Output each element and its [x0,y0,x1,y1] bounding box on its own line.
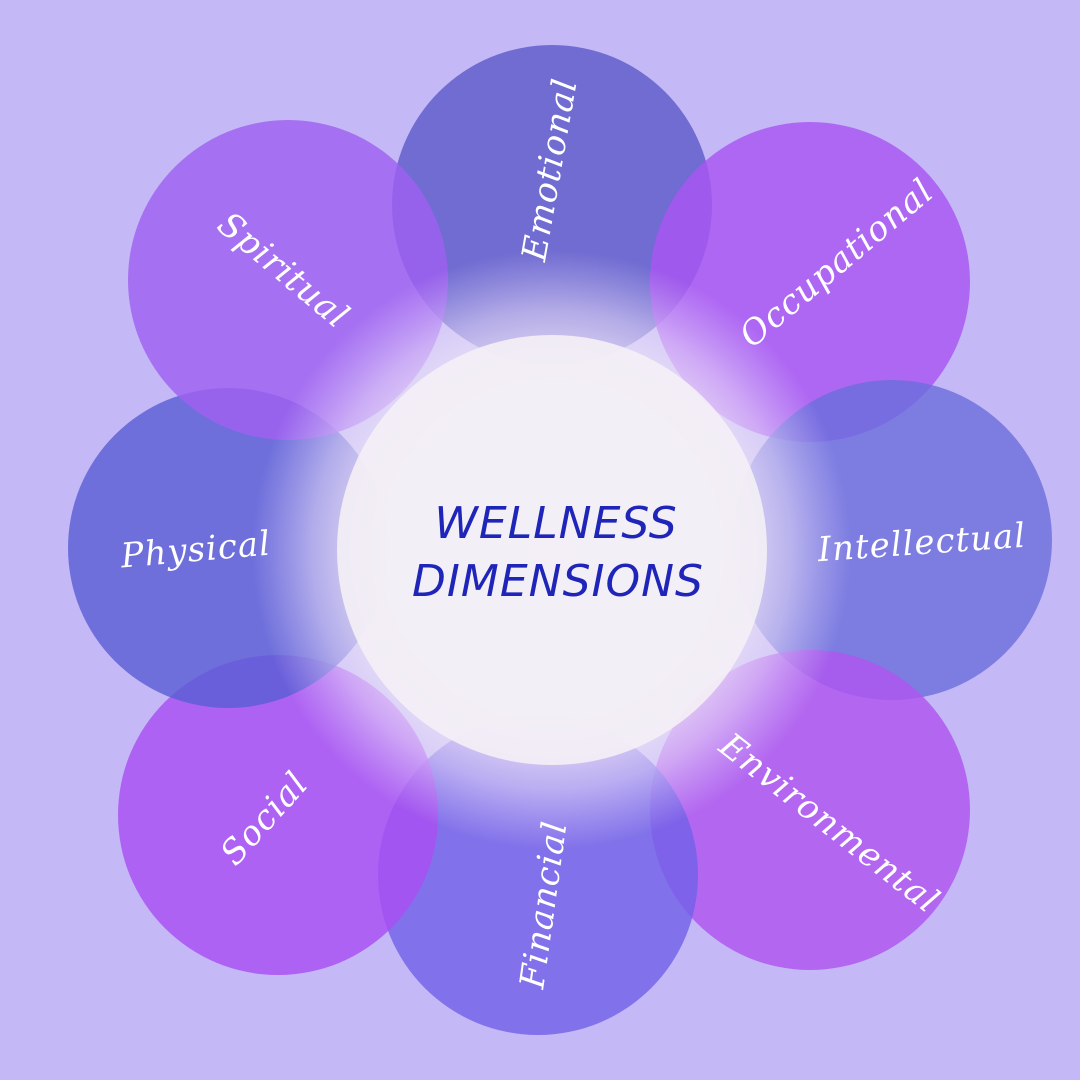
center-title-line1: WELLNESS [434,498,677,549]
center-title-line2: DIMENSIONS [412,556,704,607]
center-core [337,335,767,765]
